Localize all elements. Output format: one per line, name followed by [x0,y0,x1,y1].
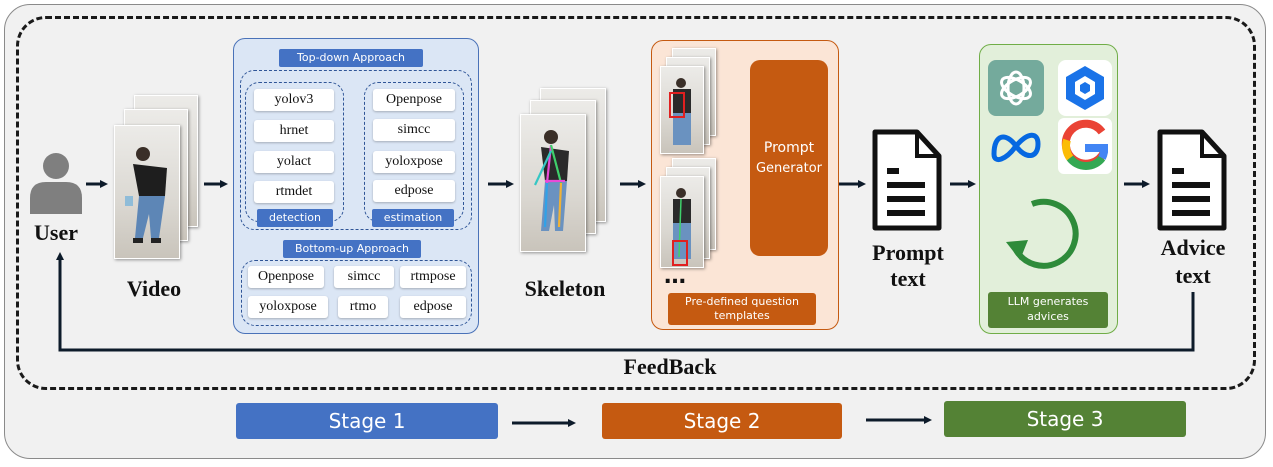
openai-logo [988,60,1044,116]
google-logo [1058,118,1112,174]
user-icon [30,153,82,214]
prompt-generator-line2: Generator [755,160,822,176]
advice-text-label: Advice text [1150,234,1236,290]
prompt-text-label: Prompt text [864,240,952,292]
model-chip-simcc-bu: simcc [334,266,394,288]
model-chip-simcc: simcc [373,119,455,141]
model-chip-yolov3: yolov3 [254,89,334,111]
llm-generates-advices: LLM generates advices [988,292,1108,328]
llm-line2: advices [1027,310,1069,323]
google-icon [1061,119,1108,170]
model-chip-hrnet: hrnet [254,120,334,142]
templates-line2: templates [714,309,770,322]
model-chip-yolact: yolact [254,151,334,173]
frames-top-stack [658,48,720,156]
feedback-label: FeedBack [623,354,717,379]
model-chip-edpose-bu: edpose [400,296,466,318]
skeleton-label: Skeleton [524,276,606,301]
frames-bottom-stack [658,158,720,270]
prompt-generator: Prompt Generator [750,60,828,256]
frame-thumb [660,66,704,154]
prompt-text-line2: text [890,266,926,291]
prompt-document-icon [872,129,942,231]
top-down-box [240,70,472,230]
meta-icon [991,132,1041,163]
llm-line1: LLM generates [1007,295,1089,309]
model-chip-rtmo: rtmo [338,296,388,318]
model-chip-edpose: edpose [373,180,455,202]
openai-icon [1000,70,1032,106]
advice-text-line1: Advice [1160,235,1226,260]
skeleton-frames [518,88,613,258]
ellipsis: … [664,264,686,289]
meta-logo [988,120,1044,172]
stage2-legend: Stage 2 [602,403,842,439]
pipeline-dashed-border [16,16,1256,390]
advice-document-icon [1157,129,1227,231]
templates-line1: Pre-defined question [685,294,799,308]
prompt-generator-line1: Prompt [763,139,815,156]
video-frame [114,125,180,259]
prompt-text-line1: Prompt [872,240,944,265]
detection-label: detection [257,209,333,227]
question-templates: Pre-defined question templates [668,293,816,325]
model-chip-openpose: Openpose [373,89,455,111]
cube-icon [1066,66,1104,110]
frame-thumb [660,176,704,268]
model-chip-openpose-bu: Openpose [248,266,324,288]
bottom-up-box [241,260,472,326]
model-chip-yoloxpose: yoloxpose [373,151,455,173]
frame-figure [672,188,691,266]
highlight-box [669,92,685,118]
skeleton-figure [534,130,569,231]
model-chip-rtmpose: rtmpose [400,266,466,288]
video-label: Video [126,276,182,301]
highlight-box [672,240,688,266]
refresh-cycle-icon [1006,198,1079,269]
frame-figure [669,78,691,145]
stage1-legend: Stage 1 [236,403,498,439]
model-chip-yoloxpose-bu: yoloxpose [248,296,328,318]
advice-text-line2: text [1175,263,1211,288]
person-figure [125,147,167,243]
video-frames [112,95,202,265]
user-label: User [34,220,78,245]
blue-cube-logo [1058,60,1112,116]
estimation-label: estimation [372,209,454,227]
skeleton-frame [520,114,586,252]
stage3-legend: Stage 3 [944,401,1186,437]
model-chip-rtmdet: rtmdet [254,181,334,203]
bottom-up-title: Bottom-up Approach [283,240,421,258]
top-down-title: Top-down Approach [279,49,423,67]
feedback-arrow [56,252,1195,352]
